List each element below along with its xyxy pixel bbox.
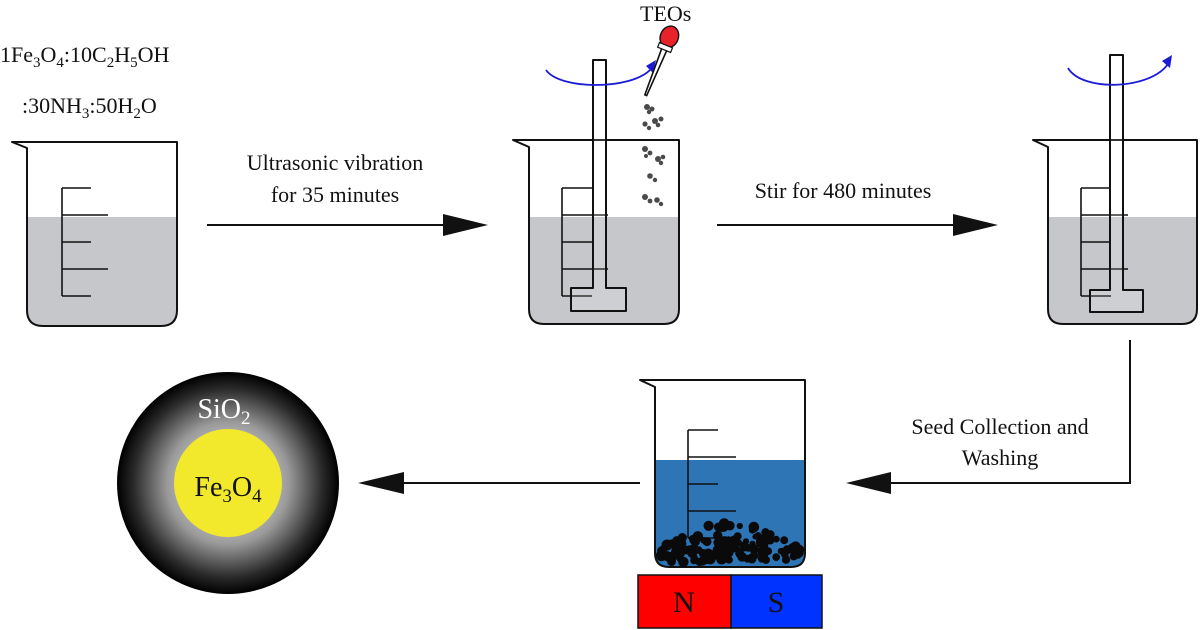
particle xyxy=(703,520,714,531)
step-2-stir: Stir for 480 minutes xyxy=(717,178,998,236)
step-3-connector xyxy=(888,340,1131,484)
beaker-1-liquid xyxy=(27,217,177,326)
droplet xyxy=(642,146,653,158)
beaker-1 xyxy=(11,141,178,327)
step-2-label: Stir for 480 minutes xyxy=(755,178,932,203)
beaker-3-rotation-arrow xyxy=(1067,63,1169,86)
beaker-3-scale xyxy=(1080,187,1128,297)
magnetite-core xyxy=(174,429,282,537)
beaker-2-stirrer xyxy=(570,59,627,312)
core-shell-particle: SiO2 Fe3O4 xyxy=(117,372,339,594)
particle xyxy=(720,547,731,557)
droplet xyxy=(647,173,658,183)
particle xyxy=(736,522,743,530)
step-3-label-line-1: Seed Collection and xyxy=(911,414,1088,439)
step-3-arrow-head xyxy=(846,472,891,494)
beaker-1-scale xyxy=(61,187,108,297)
magnet-north-pole xyxy=(637,574,732,629)
step-4-arrow-head xyxy=(358,472,404,494)
beaker-3-stirrer xyxy=(1089,54,1144,313)
particle xyxy=(672,539,683,550)
reagent-formula: 1Fe3O4:10C2H5OH :30NH3:50H2O xyxy=(0,42,169,122)
beaker-2 xyxy=(512,59,680,325)
particle xyxy=(751,552,759,560)
particle xyxy=(725,539,734,549)
droplet xyxy=(655,154,666,166)
magnet-south-pole xyxy=(730,574,823,629)
particle xyxy=(748,521,760,533)
particle xyxy=(688,546,695,554)
beaker-1-outline xyxy=(11,141,178,327)
beaker-2-liquid xyxy=(529,217,679,324)
particle xyxy=(772,553,781,561)
step-1-arrow-head xyxy=(443,214,488,236)
beaker-4 xyxy=(639,379,806,568)
beaker-2-outline xyxy=(512,139,680,325)
particle xyxy=(735,549,745,558)
droplet xyxy=(652,116,664,128)
particle xyxy=(761,528,770,537)
magnet-north-label: N xyxy=(673,586,695,619)
particle xyxy=(713,530,723,541)
reagent-formula-line-1: 1Fe3O4:10C2H5OH xyxy=(0,42,169,71)
particle xyxy=(713,522,723,532)
particle xyxy=(780,550,789,558)
particle xyxy=(780,536,789,545)
step-4-arrow xyxy=(358,472,640,494)
particle xyxy=(703,557,710,565)
particle xyxy=(695,557,704,567)
teos-dropper: TEOs xyxy=(640,1,691,97)
step-3-collection: Seed Collection and Washing xyxy=(846,340,1131,494)
particle xyxy=(721,524,728,531)
step-2-arrow-head xyxy=(953,214,998,236)
particle xyxy=(677,533,687,543)
particle xyxy=(700,537,707,544)
step-1-label-line-1: Ultrasonic vibration xyxy=(247,150,424,175)
dropper-collar xyxy=(656,41,674,54)
magnet: N S xyxy=(637,574,823,629)
shell-label: SiO2 xyxy=(197,394,250,429)
particle xyxy=(691,537,700,547)
droplet xyxy=(642,121,652,131)
particle xyxy=(765,537,773,545)
reagent-formula-line-2: :30NH3:50H2O xyxy=(22,93,157,122)
step-1-ultrasonic: Ultrasonic vibration for 35 minutes xyxy=(207,150,488,236)
droplet xyxy=(654,197,664,207)
particle xyxy=(772,535,780,543)
dropper-label: TEOs xyxy=(640,1,691,26)
collected-particles xyxy=(655,518,805,568)
particle xyxy=(754,532,762,539)
particle xyxy=(749,544,759,554)
particle xyxy=(758,548,765,555)
beaker-3-outline xyxy=(1032,139,1198,325)
particle xyxy=(698,549,708,558)
beaker-2-scale xyxy=(561,187,608,297)
beaker-2-rotation-arrow xyxy=(545,69,651,86)
particle xyxy=(742,538,750,545)
rotation-arrow-head xyxy=(1162,55,1172,68)
particle xyxy=(789,547,797,555)
beaker-4-outline xyxy=(639,379,806,568)
droplet xyxy=(642,194,653,204)
particle xyxy=(658,545,667,555)
particle xyxy=(762,555,770,564)
step-1-label-line-2: for 35 minutes xyxy=(271,182,399,207)
core-label: Fe3O4 xyxy=(194,472,262,507)
teos-droplets xyxy=(642,104,666,207)
droplet xyxy=(644,104,655,115)
particle xyxy=(672,551,680,558)
beaker-3 xyxy=(1032,54,1198,325)
particle xyxy=(794,544,805,555)
magnet-south-label: S xyxy=(768,586,785,619)
step-3-label-line-2: Washing xyxy=(962,445,1038,470)
